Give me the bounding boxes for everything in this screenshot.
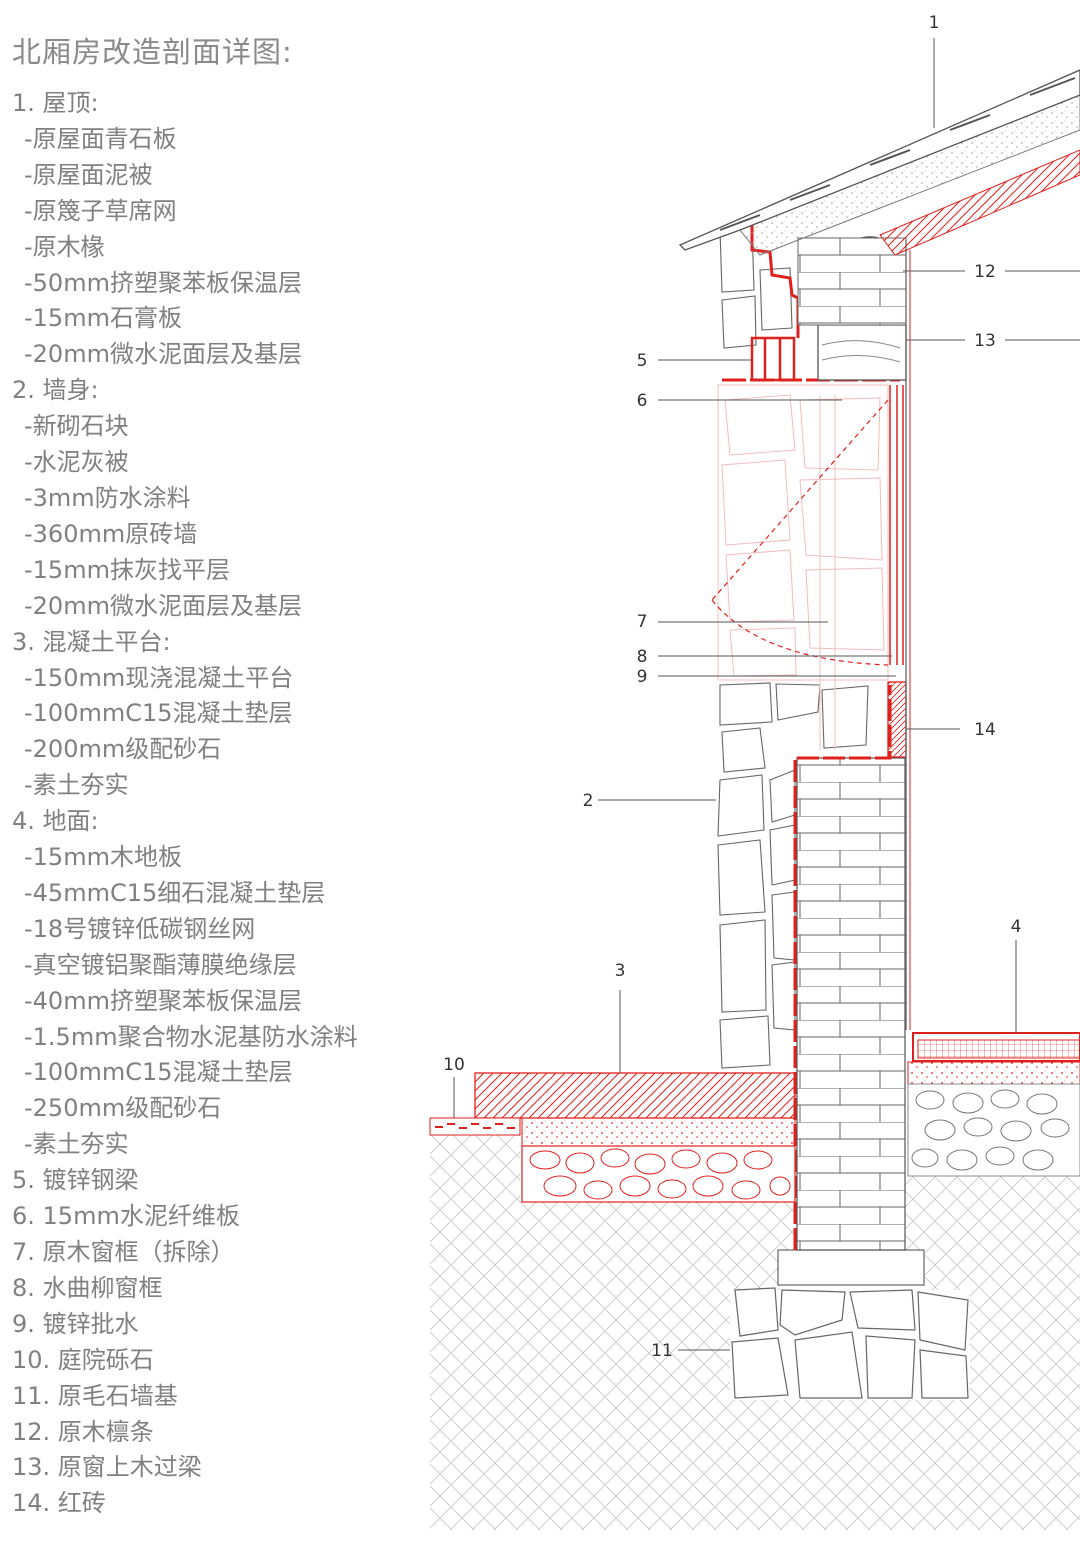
- gravel-pebbles: [529, 1148, 791, 1200]
- legend-item: 6. 15mm水泥纤维板: [12, 1202, 240, 1231]
- legend-item: 13. 原窗上木过梁: [12, 1453, 202, 1482]
- legend-item: 3. 混凝土平台:: [12, 627, 171, 656]
- legend-item: -原屋面青石板: [24, 124, 177, 153]
- legend-item: -45mmC15细石混凝土垫层: [24, 878, 326, 907]
- roof-wall-block: [797, 237, 907, 326]
- legend-item: -150mm现浇混凝土平台: [24, 663, 294, 692]
- legend-item: 14. 红砖: [12, 1489, 106, 1518]
- roof-insulation: [879, 149, 1080, 256]
- callout-12: 12: [974, 262, 996, 282]
- legend-list: 1. 屋顶: -原屋面青石板 -原屋面泥被 -原篾子草席网 -原木椽 -50mm挤塑聚苯板…: [12, 86, 432, 1522]
- legend-item: 5. 镀锌钢梁: [12, 1166, 139, 1195]
- legend-item: -3mm防水涂料: [24, 483, 191, 512]
- roof-slate: [678, 69, 1080, 251]
- platform-cushion: [521, 1117, 796, 1147]
- slate-joints: [719, 77, 1076, 231]
- legend-item: -原木椽: [24, 232, 105, 261]
- concrete-platform: [474, 1072, 796, 1119]
- window-frame: [889, 385, 904, 665]
- floor-insulation: [917, 1039, 1080, 1059]
- legend-item: -100mmC15混凝土垫层: [24, 1058, 293, 1087]
- callout-1: 1: [929, 13, 940, 33]
- legend-item: -真空镀铝聚酯薄膜绝缘层: [24, 950, 297, 979]
- courtyard-gravel: [429, 1117, 521, 1136]
- legend-item: 10. 庭院砾石: [12, 1345, 154, 1374]
- legend-item: -18号镀锌低碳钢丝网: [24, 914, 256, 943]
- legend-item: -20mm微水泥面层及基层: [24, 340, 302, 369]
- waterproof-line: [793, 685, 892, 1250]
- callout-14: 14: [974, 720, 996, 740]
- callout-2: 2: [583, 791, 594, 811]
- steel-beam-webs: [763, 338, 782, 380]
- callout-5: 5: [637, 351, 648, 371]
- legend-item: -原屋面泥被: [24, 160, 153, 189]
- callout-10: 10: [443, 1055, 465, 1075]
- timber-grain: [821, 340, 901, 363]
- callout-8: 8: [637, 647, 648, 667]
- legend-item: -原篾子草席网: [24, 196, 177, 225]
- legend-item: 11. 原毛石墙基: [12, 1381, 178, 1410]
- legend-item: -40mm挤塑聚苯板保温层: [24, 986, 302, 1015]
- legend-item: -15mm石膏板: [24, 304, 182, 333]
- legend-item: -15mm木地板: [24, 843, 182, 872]
- legend-item: 8. 水曲柳窗框: [12, 1273, 163, 1302]
- leader-lines: [453, 38, 1080, 1351]
- legend-item: -360mm原砖墙: [24, 519, 198, 548]
- window-swing-arc: [711, 399, 889, 666]
- timber-lintel: [817, 324, 907, 381]
- floor-pebbles: [911, 1089, 1070, 1171]
- legend-item: 2. 墙身:: [12, 376, 99, 405]
- steel-beam: [750, 336, 796, 382]
- legend-item: 1. 屋顶:: [12, 89, 99, 117]
- floor-concrete: [907, 1061, 1080, 1085]
- callout-3: 3: [615, 961, 626, 981]
- roof-red-step: [750, 225, 800, 338]
- legend-item: -新砌石块: [24, 412, 129, 441]
- legend-item: -素土夯实: [24, 771, 129, 800]
- legend-item: -1.5mm聚合物水泥基防水涂料: [24, 1022, 358, 1051]
- legend-item: 7. 原木窗框（拆除）: [12, 1238, 235, 1266]
- legend-item: -20mm微水泥面层及基层: [24, 591, 302, 620]
- legend-item: 9. 镀锌批水: [12, 1309, 139, 1338]
- legend-item: -200mm级配砂石: [24, 735, 222, 764]
- callout-7: 7: [637, 612, 648, 632]
- stone-cladding: [717, 225, 869, 1069]
- page-title: 北厢房改造剖面详图:: [12, 35, 293, 69]
- courtyard-gravel-dots: [435, 1123, 515, 1129]
- rubble-foundation: [731, 1249, 969, 1399]
- callout-4: 4: [1011, 917, 1022, 937]
- legend-item: 12. 原木檩条: [12, 1417, 154, 1446]
- legend-item: -15mm抹灰找平层: [24, 555, 230, 584]
- callout-11: 11: [651, 1341, 673, 1361]
- legend-item: -250mm级配砂石: [24, 1094, 222, 1123]
- soil-hatch: [430, 1135, 1080, 1530]
- brick-wall: [796, 757, 906, 1251]
- callout-9: 9: [637, 667, 648, 687]
- legend-item: 4. 地面:: [12, 807, 99, 836]
- removed-window-frame: [717, 384, 889, 750]
- floor-gravel: [907, 1083, 1080, 1177]
- legend-panel: 北厢房改造剖面详图: 1. 屋顶: -原屋面青石板 -原屋面泥被 -原篾子草席网 -原木…: [12, 28, 432, 1522]
- callout-13: 13: [974, 331, 996, 351]
- legend-item: -水泥灰被: [24, 448, 129, 477]
- legend-item: -素土夯实: [24, 1130, 129, 1159]
- legend-item: -100mmC15混凝土垫层: [24, 699, 293, 728]
- platform-gravel: [521, 1145, 796, 1203]
- callout-6: 6: [637, 391, 648, 411]
- legend-item: -50mm挤塑聚苯板保温层: [24, 268, 302, 297]
